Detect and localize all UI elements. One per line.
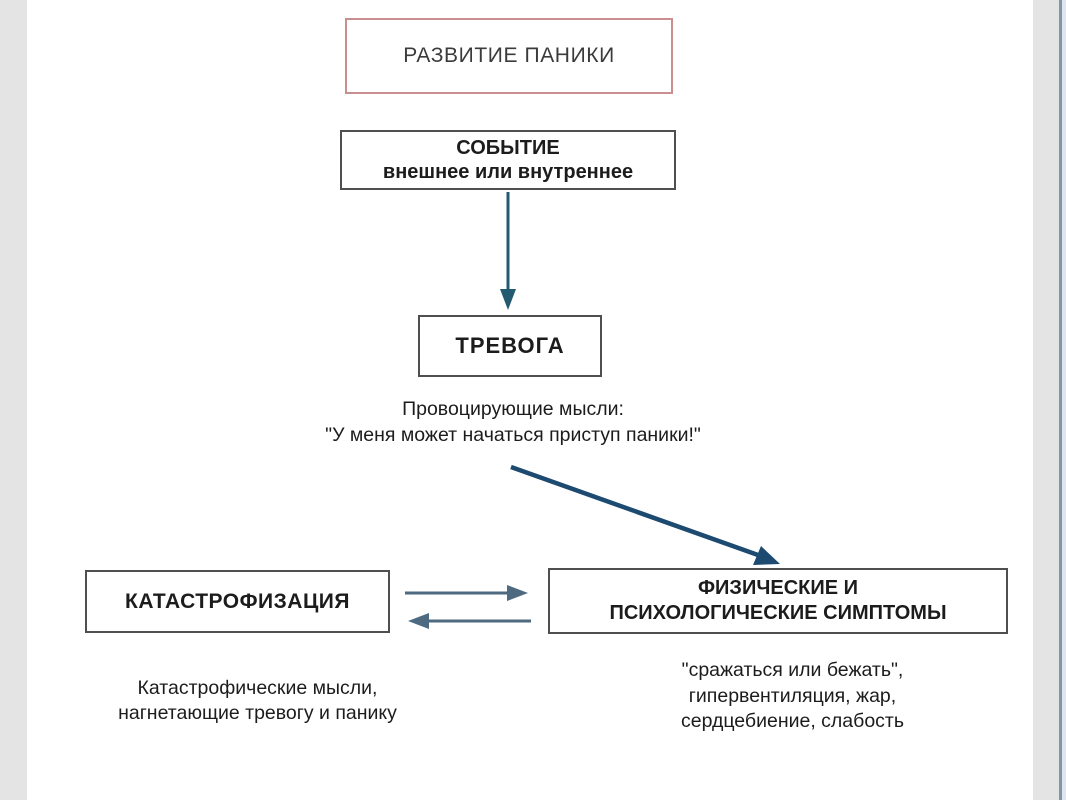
- catastrophizing-caption-line1: Катастрофические мысли,: [137, 677, 378, 699]
- anxiety-box-label: ТРЕВОГА: [455, 333, 565, 358]
- symptoms-caption-line2: гипервентиляция, жар,: [688, 684, 897, 707]
- arrow-anxiety-to-symptoms: [510, 464, 780, 565]
- scrollbar-edge: [1062, 0, 1066, 800]
- title-box: РАЗВИТИЕ ПАНИКИ: [345, 18, 673, 94]
- symptoms-box-line1: ФИЗИЧЕСКИЕ И: [697, 577, 859, 599]
- catastrophizing-caption-line2: нагнетающие тревогу и панику: [118, 702, 397, 725]
- event-box-line2: внешнее или внутреннее: [382, 161, 634, 183]
- catastrophizing-box: КАТАСТРОФИЗАЦИЯ: [85, 570, 390, 633]
- catastrophizing-box-label: КАТАСТРОФИЗАЦИЯ: [125, 589, 350, 613]
- symptoms-box-line2: ПСИХОЛОГИЧЕСКИЕ СИМПТОМЫ: [609, 602, 947, 624]
- catastrophizing-caption: Катастрофические мысли, нагнетающие трев…: [60, 676, 455, 727]
- provoking-thoughts-caption: Провоцирующие мысли: "У меня может начат…: [245, 396, 781, 449]
- diagram-title: РАЗВИТИЕ ПАНИКИ: [403, 44, 615, 67]
- arrow-symptoms-to-catastrophizing: [408, 613, 531, 629]
- anxiety-box: ТРЕВОГА: [418, 315, 602, 377]
- symptoms-box: ФИЗИЧЕСКИЕ И ПСИХОЛОГИЧЕСКИЕ СИМПТОМЫ: [548, 568, 1008, 634]
- left-margin-strip: [0, 0, 27, 800]
- provoking-thoughts-line2: "У меня может начаться приступ паники!": [325, 424, 701, 447]
- scrollbar-track-line: [1059, 0, 1062, 800]
- provoking-thoughts-line1: Провоцирующие мысли:: [402, 398, 624, 420]
- arrow-catastrophizing-to-symptoms: [405, 585, 528, 601]
- arrow-event-to-anxiety: [500, 192, 516, 310]
- symptoms-caption-line1: "сражаться или бежать",: [681, 659, 904, 681]
- symptoms-caption-line3: сердцебиение, слабость: [680, 710, 905, 733]
- symptoms-caption: "сражаться или бежать", гипервентиляция,…: [620, 658, 965, 735]
- event-box-line1: СОБЫТИЕ: [456, 136, 560, 159]
- event-box: СОБЫТИЕ внешнее или внутреннее: [340, 130, 676, 190]
